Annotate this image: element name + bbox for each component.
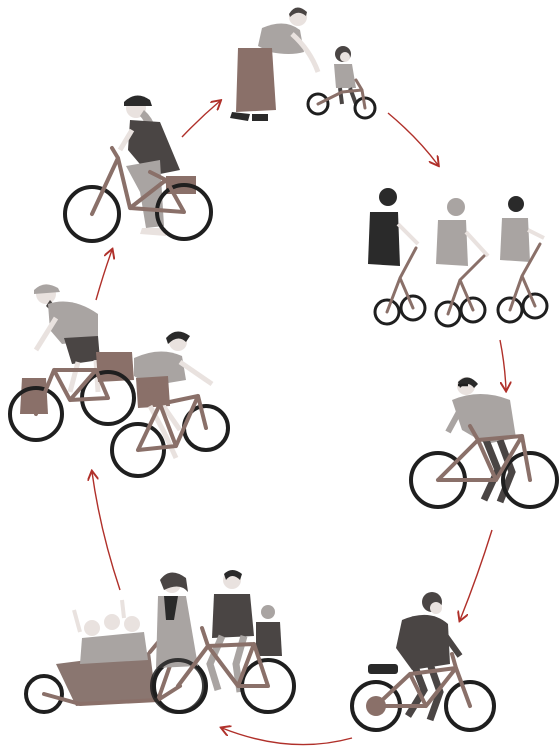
adult-figure (230, 7, 318, 121)
touring-1-arm (36, 318, 56, 350)
touring-rider-1 (10, 284, 134, 440)
stage-ebike-commuter (352, 592, 494, 730)
senior-hat (124, 95, 152, 106)
kid-3-head (508, 196, 524, 212)
cargo-child-3-head (124, 616, 140, 632)
kid-2-arms (466, 232, 488, 256)
arrow-kids-to-teen (500, 340, 506, 390)
kid-2-backpack (436, 220, 468, 266)
cargo-children-bodies (80, 632, 148, 664)
touring-1-cap (34, 284, 60, 294)
cargo-parent-1 (156, 572, 198, 668)
commuter-jacket (396, 615, 450, 670)
arrow-toddler-to-kids (388, 113, 438, 165)
kid-rider-3 (498, 196, 547, 322)
touring-1-shorts (64, 336, 100, 364)
parent-2-jacket (212, 594, 254, 638)
commuter-face (430, 602, 442, 614)
cargo-child-2-head (104, 614, 120, 630)
arrow-senior-to-toddler (182, 101, 220, 137)
parent-1-coat (156, 596, 198, 668)
stage-touring-couple (10, 284, 228, 476)
arrow-cargo-to-couple (92, 472, 120, 590)
teen-arm (448, 410, 460, 432)
toddler-face (340, 52, 350, 62)
toddler-body (334, 64, 356, 88)
kid-1-arms (398, 224, 418, 244)
touring-pannier-rear (96, 352, 134, 382)
kid-rider-1 (368, 188, 425, 324)
kid-1-helmet (379, 188, 397, 206)
arrow-couple-to-senior (96, 250, 112, 300)
ebike-battery (368, 664, 398, 674)
stage-cargo-family (26, 570, 294, 712)
kid-3-arms (528, 230, 544, 238)
kid-2-head (447, 198, 465, 216)
stage-senior-rider (65, 95, 211, 241)
child-seat-head (261, 605, 275, 619)
stage-teen-rider (411, 377, 557, 507)
cargo-children (74, 600, 148, 664)
child-seat (256, 622, 282, 656)
stage-toddler-balance-bike (230, 7, 375, 121)
kid-1-backpack (368, 212, 400, 266)
kid-rider-2 (436, 198, 488, 326)
arrow-teen-to-ebike (460, 530, 492, 620)
adult-skirt (236, 48, 276, 112)
stage-kids-riding-group (368, 188, 547, 326)
adult-shoes (230, 112, 268, 121)
cargo-child-1-head (84, 620, 100, 636)
arrow-ebike-to-cargo (222, 728, 352, 745)
kid-3-body (500, 218, 530, 262)
